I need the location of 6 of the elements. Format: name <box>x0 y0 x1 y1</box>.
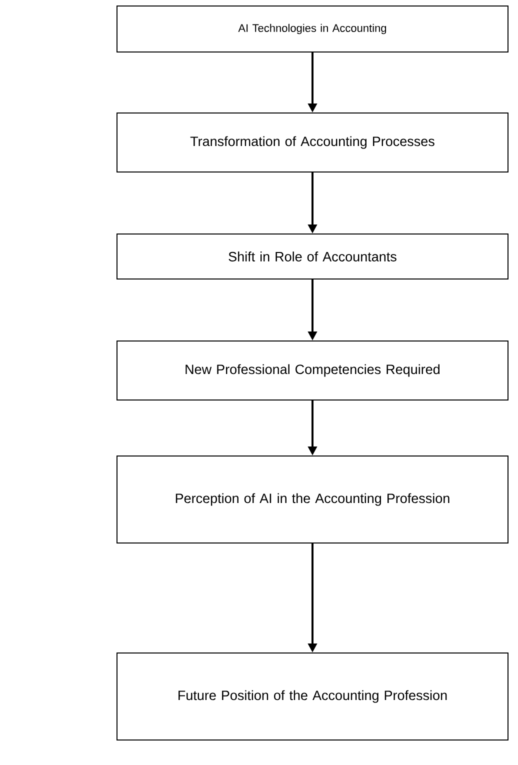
process-box: Shift in Role of Accountants <box>116 234 508 280</box>
process-box: New Professional Competencies Required <box>116 340 508 400</box>
process-box: Transformation of Accounting Processes <box>116 112 508 172</box>
process-box: Perception of AI in the Accounting Profession <box>116 456 508 544</box>
process-box: Future Position of the Accounting Profession <box>116 652 508 740</box>
process-box: AI Technologies in Accounting <box>116 6 508 52</box>
